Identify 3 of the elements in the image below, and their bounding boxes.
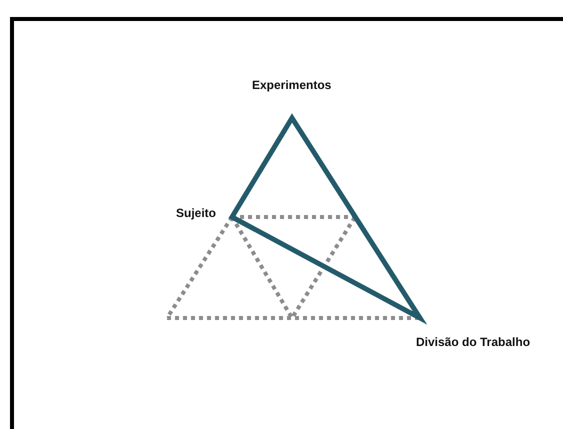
vertex-label: Experimentos <box>252 77 332 94</box>
vertex-label: Sujeito <box>176 205 216 222</box>
vertex-label: Divisão do Trabalho <box>416 334 530 351</box>
